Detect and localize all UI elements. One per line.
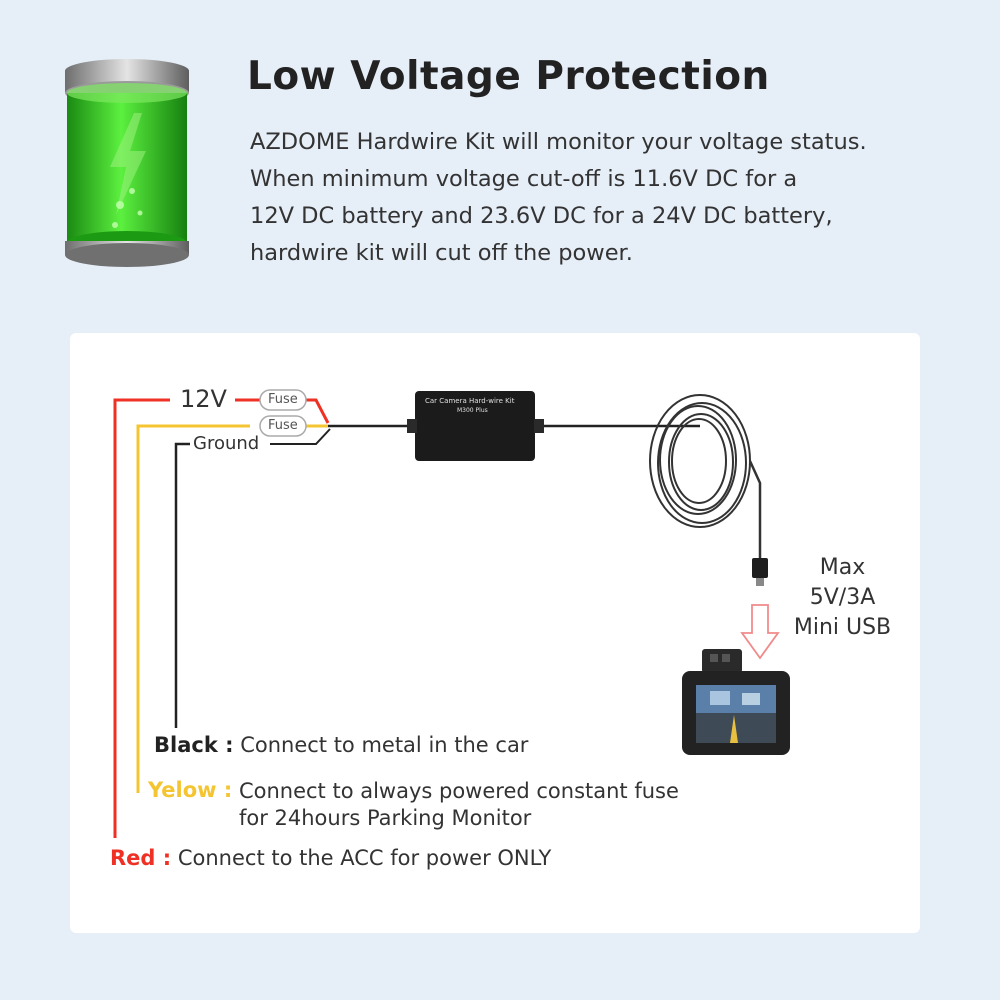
legend-text-line: Connect to always powered constant fuse <box>238 779 679 803</box>
ground-label: Ground <box>193 433 260 454</box>
hardwire-box-title: Car Camera Hard-wire Kit <box>425 397 515 405</box>
fuse-label: Fuse <box>268 392 298 407</box>
black-wire <box>174 442 190 728</box>
usb-plug-icon <box>752 558 768 586</box>
legend-key: Black : <box>154 733 234 757</box>
description: AZDOME Hardwire Kit will monitor your vo… <box>250 124 970 272</box>
output-spec: Max 5V/3A Mini USB <box>780 553 905 643</box>
legend-text: Connect to always powered constant fuse … <box>239 778 679 832</box>
yellow-wire <box>136 424 250 793</box>
battery-icon <box>65 59 189 267</box>
legend-key: Red : <box>110 846 172 870</box>
hardwire-box-icon <box>407 391 544 461</box>
voltage-label: 12V <box>180 385 227 413</box>
fuse-icon <box>259 389 307 411</box>
legend-text: Connect to metal in the car <box>240 733 529 757</box>
description-line: hardwire kit will cut off the power. <box>250 240 633 266</box>
wiring-diagram <box>113 389 790 838</box>
legend-text: Connect to the ACC for power ONLY <box>177 846 552 870</box>
fuse-label: Fuse <box>268 418 298 433</box>
red-wire <box>113 398 170 838</box>
dashcam-icon <box>682 649 790 755</box>
output-spec-line: 5V/3A <box>809 585 876 610</box>
coiled-cable-icon <box>649 394 751 528</box>
legend-red: Red : Connect to the ACC for power ONLY <box>110 846 551 870</box>
output-spec-line: Mini USB <box>793 615 892 640</box>
description-line: AZDOME Hardwire Kit will monitor your vo… <box>250 129 867 155</box>
legend-black: Black : Connect to metal in the car <box>154 733 528 757</box>
wiring-card: Car Camera Hard-wire Kit M300 Plus 12V F… <box>70 333 920 933</box>
description-line: When minimum voltage cut-off is 11.6V DC… <box>250 166 798 192</box>
fuse-icon <box>259 415 307 437</box>
arrow-down-icon <box>740 604 780 660</box>
legend-yellow: Yelow : Connect to always powered consta… <box>148 778 679 832</box>
legend-text-line: for 24hours Parking Monitor <box>238 806 532 830</box>
page-title: Low Voltage Protection <box>247 54 770 99</box>
hardwire-box-model: M300 Plus <box>457 407 488 414</box>
output-spec-line: Max <box>819 555 866 580</box>
description-line: 12V DC battery and 23.6V DC for a 24V DC… <box>250 203 833 229</box>
legend-key: Yelow : <box>148 778 233 802</box>
